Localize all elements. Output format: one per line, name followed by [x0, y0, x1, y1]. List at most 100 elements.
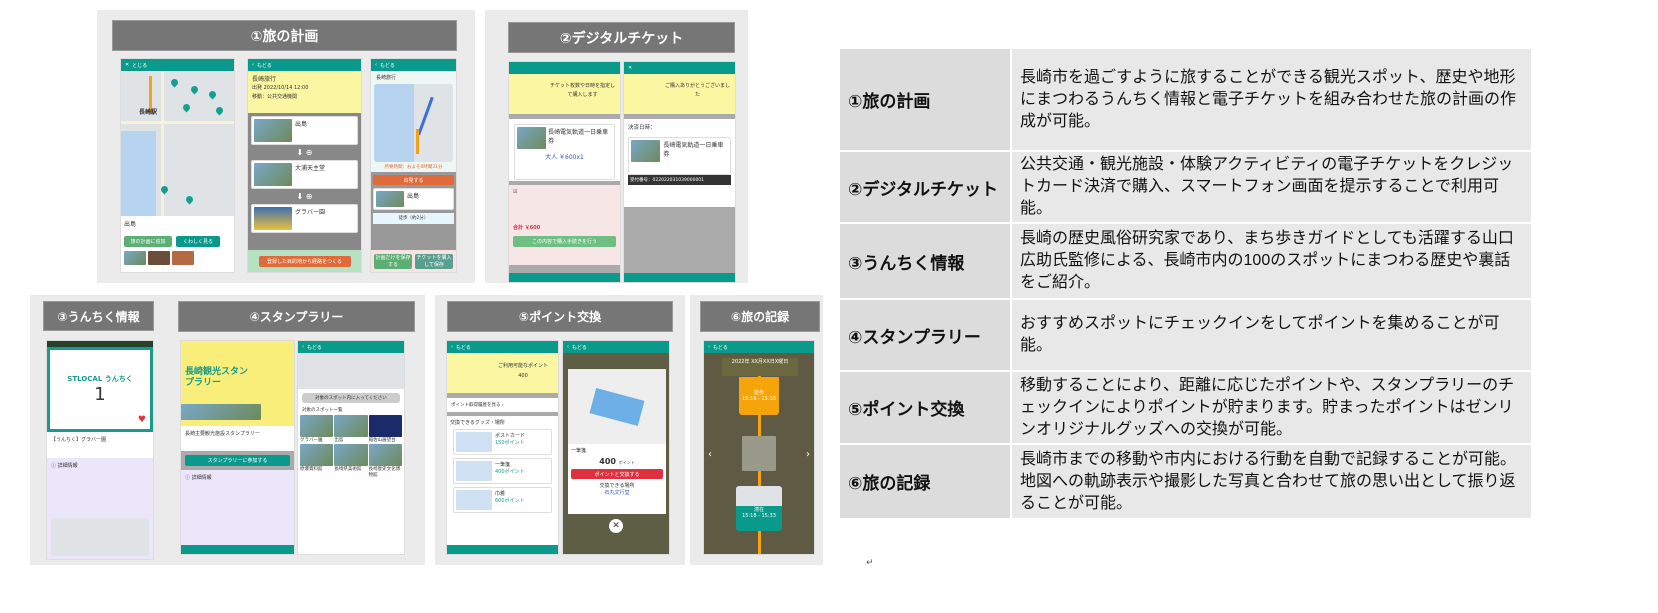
spot-tile[interactable]: 長崎歴史文化博物館 [368, 444, 402, 478]
route-map[interactable] [374, 84, 453, 162]
back-label[interactable]: もどる [307, 344, 322, 351]
header: ‹もどる [563, 341, 669, 353]
ticket-name: 長崎電気軌道一日乗車券 [663, 142, 724, 158]
detail-heading: 詳細情報 [57, 463, 78, 469]
purchase-button[interactable]: この内容で購入手続きを行う [513, 236, 616, 247]
back-icon[interactable]: ‹ [375, 62, 377, 68]
back-label[interactable]: もどる [456, 344, 471, 351]
agree-checkbox[interactable]: ☑ [513, 189, 518, 195]
feature-description: 長崎の歴史風俗研究家であり、まち歩きガイドとしても活躍する山口広助氏監修による、… [1010, 222, 1533, 300]
feature-description: 長崎市を過ごすように旅することができる観光スポット、歴史や地形にまつわるうんちく… [1010, 47, 1533, 152]
map[interactable]: 長崎駅 [121, 71, 234, 216]
phone-route-screen: ‹もどる 長崎旅行 所要時間：およそ0時間31分 出発する 出島 徒歩（約2分）… [370, 58, 457, 273]
bottom-nav[interactable] [447, 545, 558, 554]
place-link[interactable]: 石丸文行堂 [604, 490, 630, 496]
back-label[interactable]: もどる [380, 62, 395, 69]
back-icon[interactable]: ‹ [708, 344, 710, 350]
trip-info: 長崎旅行 出発 2022/10/14 12:00 移動：公共交通機関 [248, 71, 361, 113]
spot-tile[interactable]: 出島 [334, 415, 368, 443]
map[interactable] [51, 518, 149, 556]
ticket-name: 長崎電気軌道一日乗車券 [548, 129, 609, 145]
stay-time: 15:18 - 15:33 [742, 513, 776, 519]
exchange-button[interactable]: ポイントと交換する [571, 469, 663, 479]
create-route-button[interactable]: 登録した目的地から経路をつくる [258, 255, 351, 267]
walk-label: 徒歩 [753, 390, 764, 396]
spot-tile[interactable]: 長崎県美術館 [334, 444, 368, 478]
bottom-nav[interactable] [181, 545, 294, 554]
phone-unchiku: STLOCAL うんちく 1 ♥ 【うんちく】グラバー園 ⓘ 詳細情報 [46, 340, 154, 560]
panel-title: ③うんちく情報 [43, 301, 154, 331]
panel-digital-ticket: ②デジタルチケット チケット枚数や日時を指定して購入します 長崎電気軌道一日乗車… [485, 10, 748, 283]
photo[interactable] [742, 436, 776, 471]
detail-heading: 詳細情報 [191, 475, 212, 481]
rally-banner: 長崎観光スタンプラリー [185, 367, 249, 388]
arrow-down-icon: ⬇ ⊕ [296, 148, 313, 157]
panel-unchiku: ③うんちく情報 STLOCAL うんちく 1 ♥ 【うんちく】グラバー園 ⓘ 詳… [30, 295, 167, 565]
goods-heading: 交換できるグッズ・場所 [450, 420, 505, 426]
back-icon[interactable]: ‹ [451, 344, 453, 350]
ticket-qty[interactable]: 大人 ￥600x1 [545, 154, 584, 161]
phone-purchase-done: ✕ ご購入ありがとうございました 決済日時： 長崎電気軌道一日乗車券 受付番号：… [623, 61, 736, 283]
feature-description: 公共交通・観光施設・体験アクティビティの電子チケットをクレジットカード決済で購入… [1010, 150, 1533, 224]
table-row: ②デジタルチケット公共交通・観光施設・体験アクティビティの電子チケットをクレジッ… [838, 150, 1533, 224]
spot-item[interactable]: 大浦天主堂 [295, 165, 326, 172]
spot-item[interactable]: グラバー園 [295, 209, 325, 216]
table-row: ④スタンプラリーおすすめスポットにチェックインをしてポイントを集めることが可能。 [838, 298, 1533, 372]
close-icon[interactable]: ✕ [628, 65, 633, 71]
panel-trip-plan: ①旅の計画 ✕とじる 長崎駅 出島 旅の計画に追加 くわしく見る ‹もどる 長崎… [97, 10, 475, 283]
feature-label: ②デジタルチケット [838, 150, 1012, 224]
feature-label: ⑤ポイント交換 [838, 370, 1012, 445]
unchiku-number: 1 [94, 384, 106, 405]
table-row: ⑤ポイント交換移動することにより、距離に応じたポイントや、スタンプラリーのチェッ… [838, 370, 1533, 445]
bottom-nav[interactable] [509, 273, 620, 282]
back-icon[interactable]: ‹ [252, 62, 254, 68]
panel-title: ②デジタルチケット [508, 22, 735, 53]
back-icon[interactable]: ‹ [567, 344, 569, 350]
start-button[interactable]: 出発する [373, 175, 454, 185]
walk-time: 15:16 - 15:18 [742, 396, 776, 402]
rally-name: 長崎主要観光施設スタンプラリー [181, 426, 294, 451]
back-label[interactable]: もどる [257, 62, 272, 69]
depart-time[interactable]: 出発 2022/10/14 12:00 [252, 85, 309, 91]
buy-ticket-button[interactable]: チケットを購入して保存 [415, 253, 453, 269]
point-history-link[interactable]: ポイント取得履歴を見る › [447, 398, 558, 412]
spot-tile[interactable]: 稲佐山展望台 [368, 415, 402, 443]
spot-item: 出島 [407, 193, 420, 200]
bottom-nav[interactable] [624, 273, 735, 282]
spot-item[interactable]: 出島 [295, 121, 308, 128]
spot-tile[interactable]: 原爆資料館 [300, 444, 334, 478]
item-name: 一筆箋 [571, 448, 587, 454]
back-label[interactable]: もどる [713, 344, 728, 351]
header: ✕とじる [121, 59, 234, 71]
add-to-plan-button[interactable]: 旅の計画に追加 [124, 236, 172, 247]
stay-label: 滞在 [753, 507, 764, 513]
move-mode: 移動：公共交通機関 [252, 94, 298, 100]
close-icon[interactable]: ✕ [125, 62, 130, 68]
phone-itinerary-screen: ‹もどる 長崎旅行 出発 2022/10/14 12:00 移動：公共交通機関 … [247, 58, 362, 273]
exchange-points: 400 [599, 457, 616, 466]
back-label[interactable]: もどる [572, 344, 587, 351]
join-rally-button[interactable]: スタンプラリーに参加する [185, 455, 290, 466]
header: ✕ [624, 62, 735, 74]
receipt-number: 受付番号：022022031039000001 [628, 175, 731, 185]
place-label: 交換できる場所 [599, 483, 635, 489]
feature-label: ①旅の計画 [838, 47, 1012, 152]
next-arrow-icon[interactable]: › [806, 449, 810, 460]
back-label[interactable]: とじる [132, 62, 148, 69]
spot-tile[interactable]: グラバー園 [300, 415, 334, 443]
prev-arrow-icon[interactable]: ‹ [708, 449, 712, 460]
panel-stamp-rally: ④スタンプラリー 長崎観光スタンプラリー 長崎主要観光施設スタンプラリー スタン… [167, 295, 425, 565]
map[interactable] [298, 353, 404, 389]
heart-icon[interactable]: ♥ [137, 415, 146, 425]
more-button[interactable]: くわしく見る [176, 236, 220, 247]
close-icon[interactable]: ✕ [609, 519, 623, 533]
duration: 所要時間：およそ0時間31分 [384, 165, 443, 170]
phone-ticket-select: チケット枚数や日時を指定して購入します 長崎電気軌道一日乗車券大人 ￥600x1… [508, 61, 621, 283]
header: ‹もどる [248, 59, 361, 71]
back-icon[interactable]: ‹ [302, 344, 304, 350]
save-plan-button[interactable]: 計画だけを保存する [374, 253, 412, 269]
feature-table: ①旅の計画長崎市を過ごすように旅することができる観光スポット、歴史や地形にまつわ… [838, 47, 1533, 520]
feature-label: ③うんちく情報 [838, 222, 1012, 300]
phone-map-screen: ✕とじる 長崎駅 出島 旅の計画に追加 くわしく見る [120, 58, 235, 273]
